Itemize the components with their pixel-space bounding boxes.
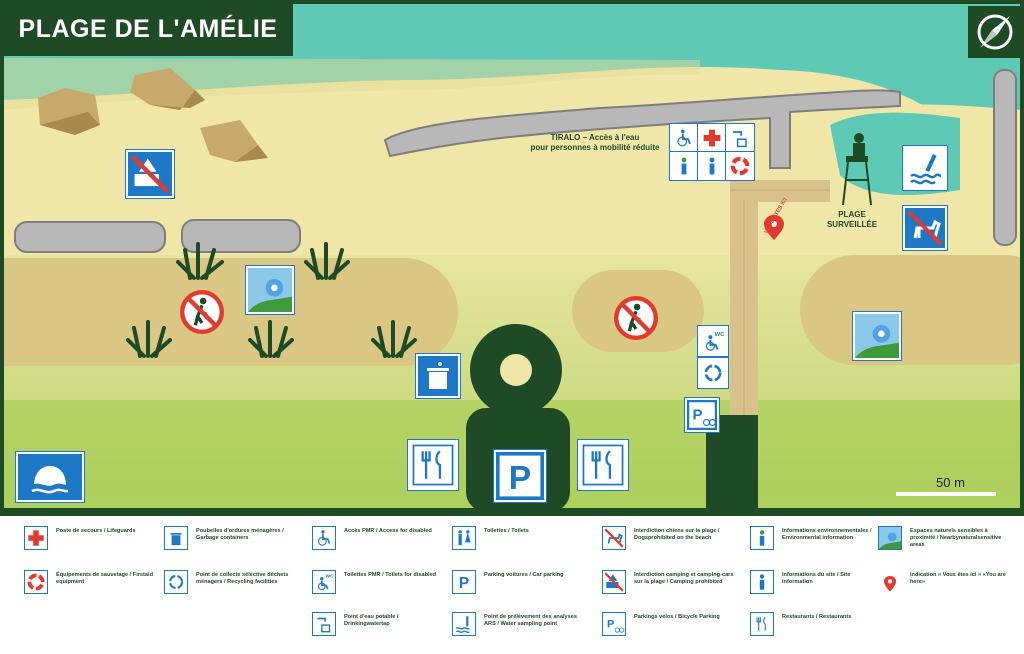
legend-item: Toilettes / Toilets [452, 526, 584, 550]
supervised-beach-label: PLAGE SURVEILLÉE [816, 210, 888, 230]
sensitive-area-icon [853, 312, 901, 360]
blue-flag-icon [16, 452, 84, 502]
legend-item-label: Parkings vélos / Bicycle Parking [634, 614, 720, 620]
legend-item: P Parkings vélos / Bicycle Parking [602, 612, 734, 636]
legend-item: Poubelles d'ordures ménagères / Garbage … [164, 526, 296, 550]
map-background [0, 0, 1024, 512]
svg-text:P: P [459, 575, 469, 592]
trash-bin-icon [164, 526, 188, 550]
sensitive-area-icon [878, 526, 902, 550]
lifebuoy-icon [24, 570, 48, 594]
svg-text:P: P [509, 460, 531, 497]
legend-item-label: Espaces naturels sensibles à proximité /… [910, 528, 1002, 548]
drinking-water-icon [726, 124, 754, 152]
legend-item: Informations environnementales / Environ… [750, 526, 882, 550]
first-aid-icon [698, 124, 726, 152]
legend-item: Informations du site / Site information [750, 570, 882, 594]
no-dogs-icon [903, 206, 947, 250]
bicycle-parking-icon: P [602, 612, 626, 636]
disabled-access-icon [312, 526, 336, 550]
svg-text:P: P [607, 618, 614, 630]
svg-text:WC: WC [325, 574, 334, 580]
legend-item-label: Point de collecte sélective déchets ména… [196, 572, 289, 585]
legend-item-label: Toilettes / Toilets [484, 528, 529, 534]
svg-text:P: P [692, 407, 702, 424]
restaurant-icon [578, 440, 628, 490]
restaurant-icon [750, 612, 774, 636]
legend-item-label: Interdiction camping et camping-cars sur… [634, 572, 734, 585]
water-sampling-icon [903, 146, 947, 190]
no-camping-icon [126, 150, 174, 198]
scale-label: 50 m [936, 475, 965, 490]
legend-item: WC Toilettes PMR / Toilets for disabled [312, 570, 444, 594]
you-are-here-icon [878, 570, 902, 594]
disabled-wc-icon: WC [698, 326, 728, 356]
legend-item-label: Restaurants / Restaurants [782, 614, 852, 620]
disabled-access-icon [670, 124, 698, 152]
page-title: PLAGE DE L'AMÉLIE [3, 2, 293, 56]
bicycle-parking-icon: P [685, 398, 719, 432]
car-parking-icon: P [494, 450, 546, 502]
legend-item-label: Informations environnementales / Environ… [782, 528, 872, 541]
beach-map: PLAGE DE L'AMÉLIE TIRALO – Accès à l'eau… [0, 0, 1024, 512]
legend-item: Espaces naturels sensibles à proximité /… [878, 526, 1010, 550]
legend-item: Poste de secours / Lifeguards [24, 526, 156, 550]
legend-item: Point d'eau potable / Drinkingwatertap [312, 612, 444, 636]
legend-item-label: Poste de secours / Lifeguards [56, 528, 136, 534]
legend-item-label: Toilettes PMR / Toilets for disabled [344, 572, 437, 578]
toilets-icon [452, 526, 476, 550]
tiralo-label-line2: pour personnes à mobilité réduite [530, 143, 660, 152]
svg-text:WC: WC [715, 332, 726, 338]
recycling-icon [698, 358, 728, 388]
tiralo-label-line1: TIRALO – Accès à l'eau [550, 133, 640, 142]
legend-item-label: Point de prélèvement des analyses ARS / … [484, 614, 577, 627]
trash-bin-icon [416, 354, 460, 398]
legend-item-label: Poubelles d'ordures ménagères / Garbage … [196, 528, 284, 541]
legend-item-label: Indication « Vous êtes ici » «You are he… [910, 572, 1006, 585]
legend-item: Interdiction camping et camping-cars sur… [602, 570, 734, 594]
car-parking-icon: P [452, 570, 476, 594]
supervised-beach-label-line1: PLAGE [838, 210, 866, 219]
recycling-icon [164, 570, 188, 594]
legend-item: P Parking voitures / Car parking [452, 570, 584, 594]
legend-item-label: Point d'eau potable / Drinkingwatertap [344, 614, 399, 627]
legend-item: Accès PMR / Access for disabled [312, 526, 444, 550]
drinking-water-icon [312, 612, 336, 636]
compass-icon [968, 6, 1022, 58]
restaurant-icon [408, 440, 458, 490]
legend-item-label: Informations du site / Site information [782, 572, 851, 585]
site-info-icon [750, 570, 774, 594]
site-info-icon [698, 152, 726, 180]
no-camping-icon [602, 570, 626, 594]
no-entry-pedestrian-icon [180, 290, 224, 334]
disabled-wc-icon: WC [312, 570, 336, 594]
tiralo-label: TIRALO – Accès à l'eau pour personnes à … [510, 133, 680, 153]
environmental-info-icon [670, 152, 698, 180]
legend-item: Point de prélèvement des analyses ARS / … [452, 612, 584, 636]
legend-item-label: Parking voitures / Car parking [484, 572, 564, 578]
legend-item: Équipements de sauvetage / Firstaid equi… [24, 570, 156, 594]
legend-item: Interdiction chiens sur la plage / Dogsp… [602, 526, 734, 550]
first-aid-icon [24, 526, 48, 550]
legend-item: Indication « Vous êtes ici » «You are he… [878, 570, 1010, 594]
legend-item-label: Équipements de sauvetage / Firstaid equi… [56, 572, 153, 585]
no-dogs-icon [602, 526, 626, 550]
environmental-info-icon [750, 526, 774, 550]
supervised-beach-label-line2: SURVEILLÉE [826, 220, 878, 229]
water-sampling-icon [452, 612, 476, 636]
legend-item-label: Accès PMR / Access for disabled [344, 528, 432, 534]
legend-item: Point de collecte sélective déchets ména… [164, 570, 296, 594]
sensitive-area-icon [246, 266, 294, 314]
legend-item: Restaurants / Restaurants [750, 612, 882, 636]
legend-item-label: Interdiction chiens sur la plage / Dogsp… [634, 528, 720, 541]
lifebuoy-icon [726, 152, 754, 180]
no-entry-pedestrian-icon [614, 296, 658, 340]
